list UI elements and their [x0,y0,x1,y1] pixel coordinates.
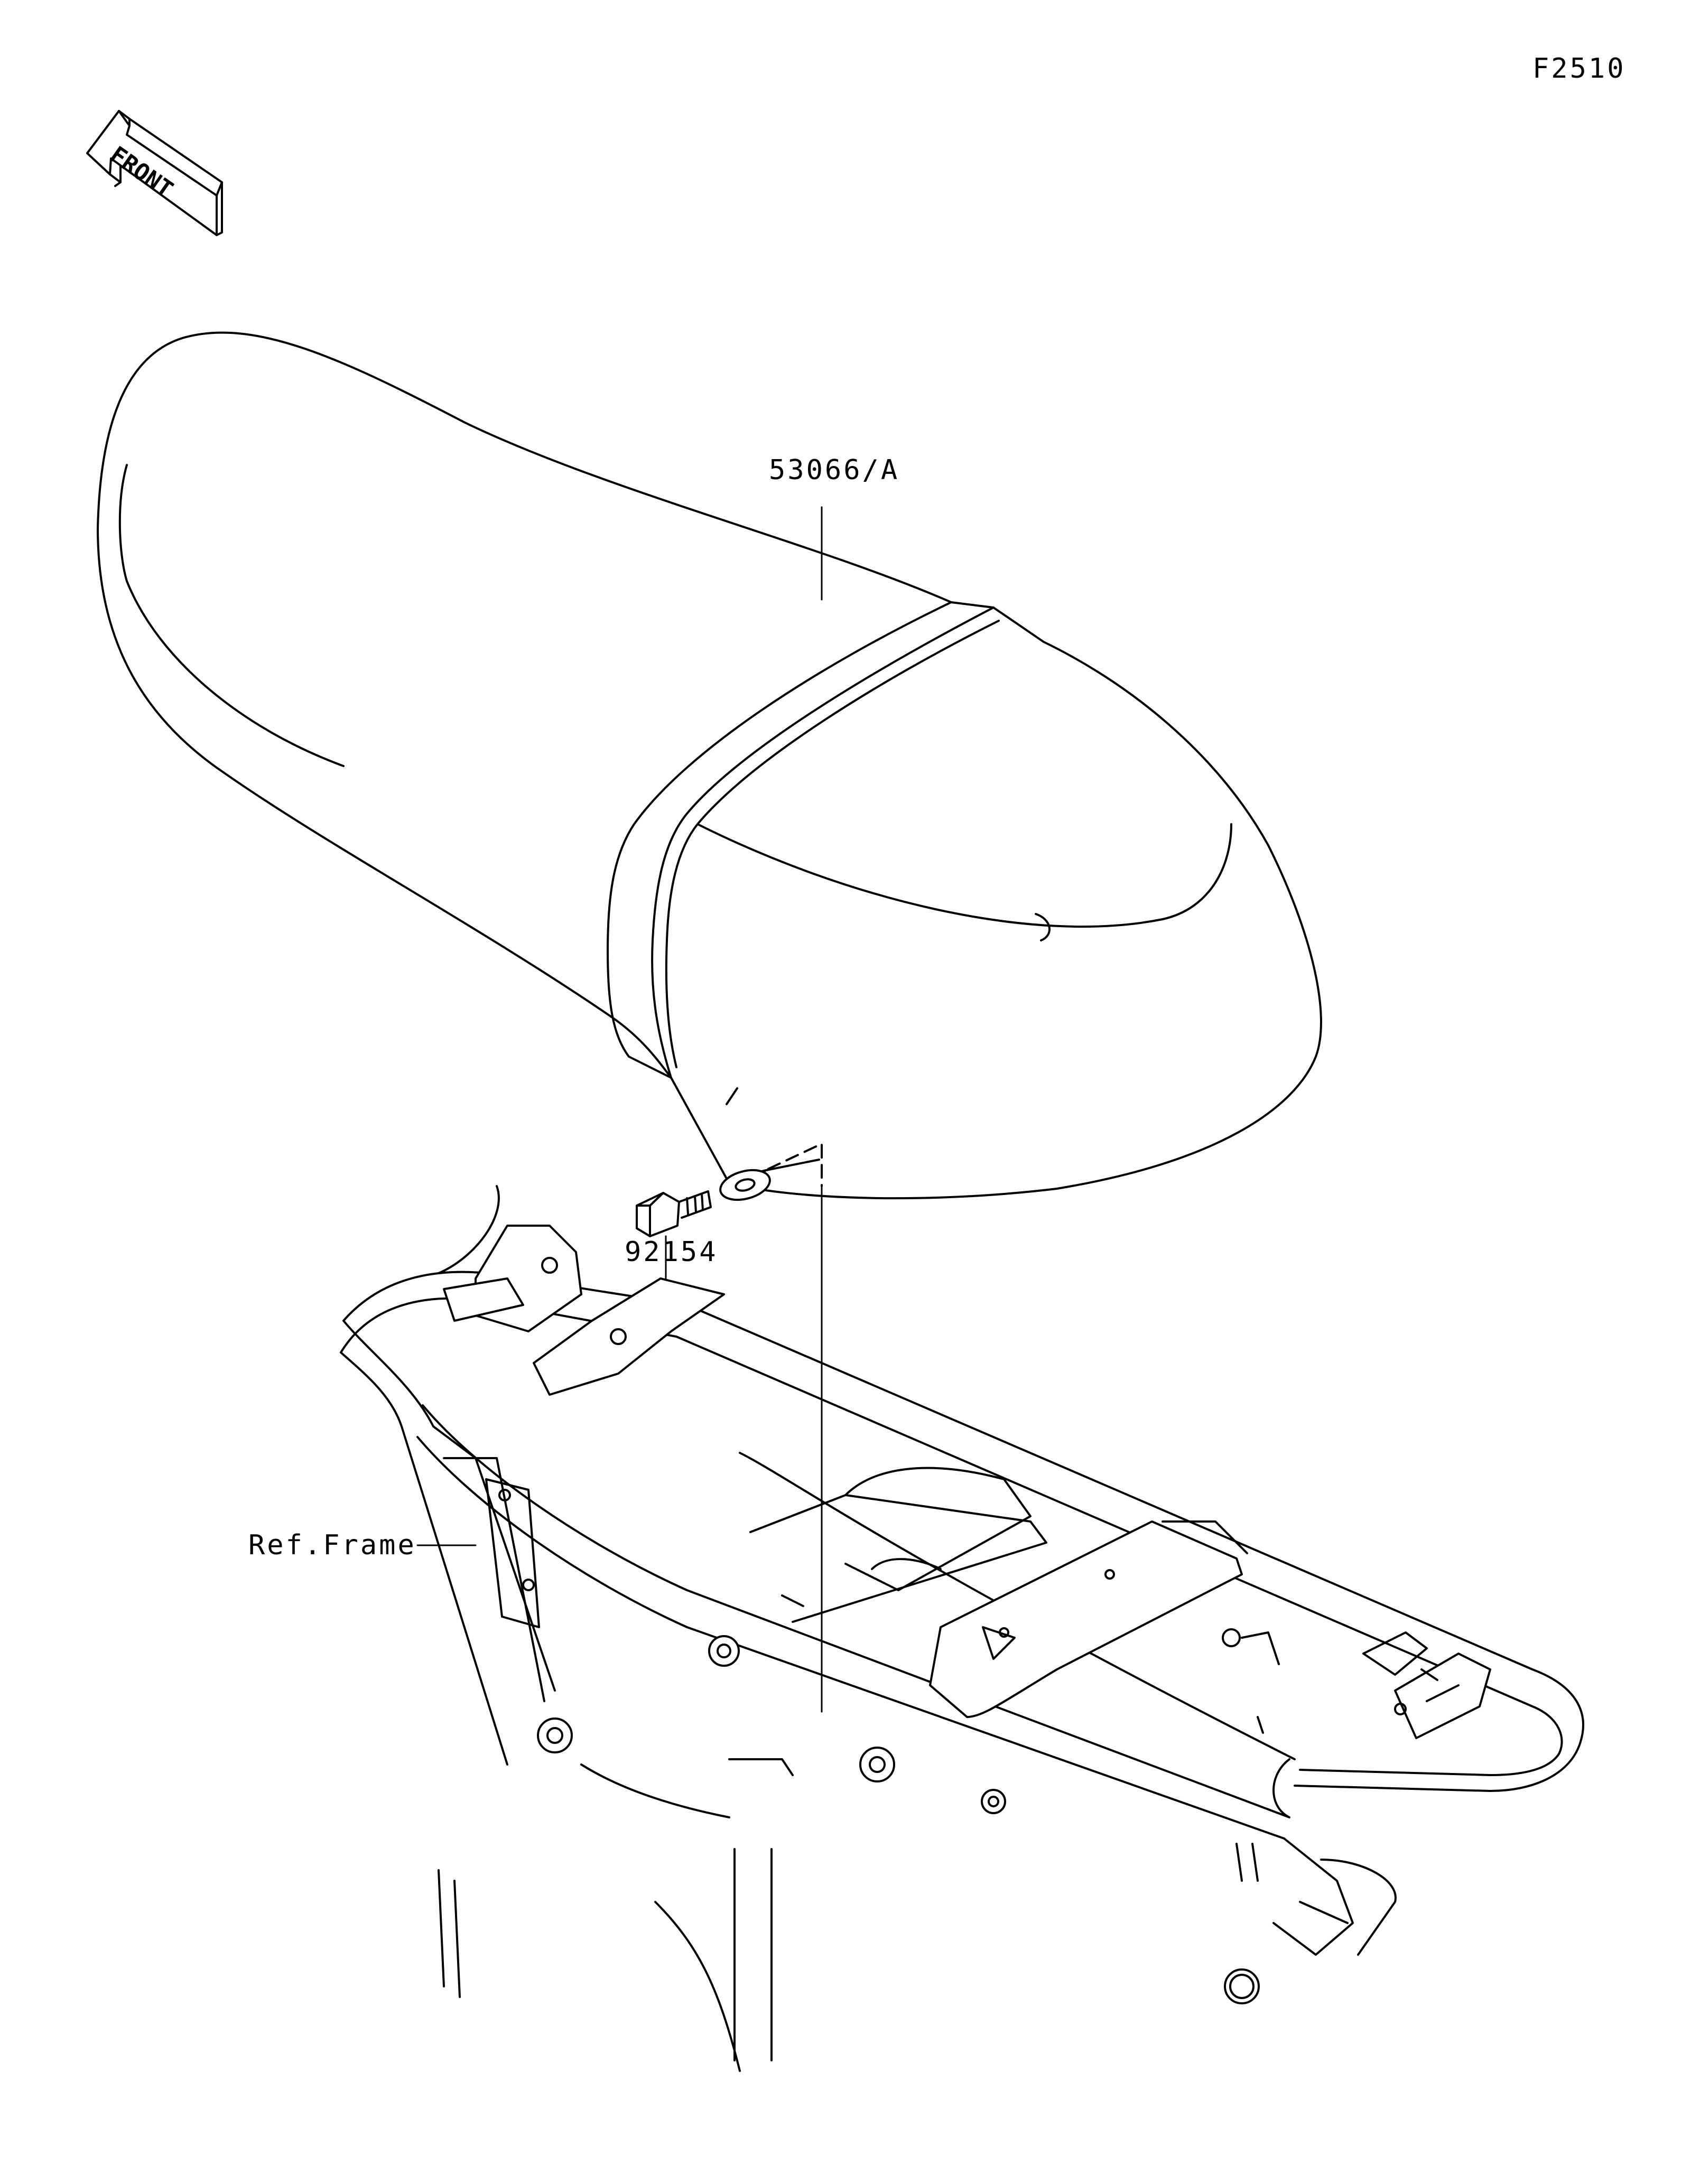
diagram-code: F2510 [1532,53,1626,85]
ref-frame [340,1185,1584,2072]
part-label-frame: Ref.Frame [248,1529,416,1561]
washer-92154 [719,1169,771,1201]
seat-53066a [97,331,1322,1200]
bolt-92154 [636,1190,712,1237]
part-label-bolt: 92154 [625,1236,718,1268]
part-label-seat: 53066/A [769,454,900,486]
front-arrow-icon [86,110,223,236]
